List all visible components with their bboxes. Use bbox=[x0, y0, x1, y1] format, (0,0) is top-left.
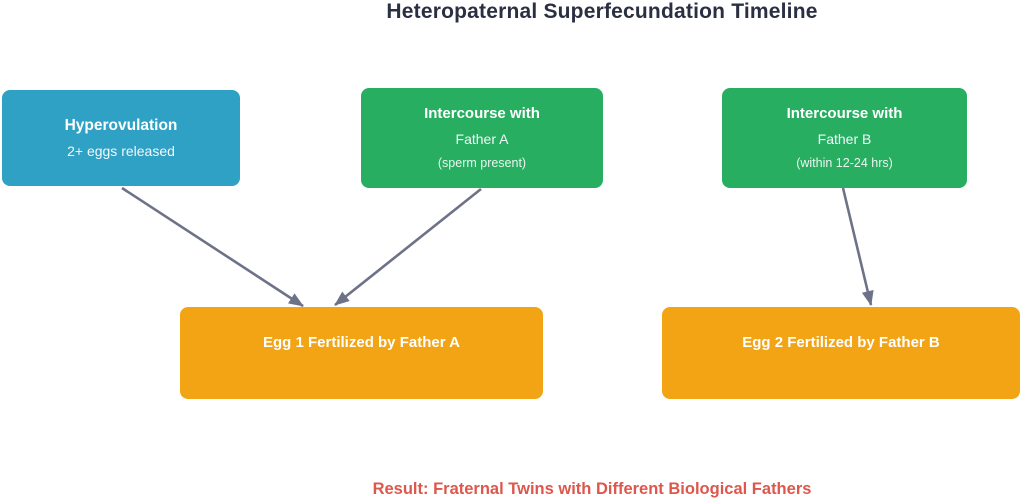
node-intercourse-b-note: (within 12-24 hrs) bbox=[796, 156, 893, 171]
node-intercourse-a-subtitle: Father A bbox=[455, 131, 509, 148]
node-intercourse-b-subtitle: Father B bbox=[817, 131, 872, 148]
arrow-intercourse-b-to-egg2 bbox=[841, 187, 874, 306]
node-hyperovulation-subtitle: 2+ eggs released bbox=[67, 143, 175, 160]
node-hyperovulation: Hyperovulation 2+ eggs released bbox=[2, 90, 240, 186]
node-egg2-fertilized: Egg 2 Fertilized by Father B bbox=[662, 307, 1020, 399]
node-intercourse-a-title: Intercourse with bbox=[424, 105, 540, 123]
node-hyperovulation-title: Hyperovulation bbox=[64, 116, 178, 134]
result-caption: Result: Fraternal Twins with Different B… bbox=[372, 480, 812, 498]
node-egg1-label: Egg 1 Fertilized by Father A bbox=[263, 334, 460, 351]
arrow-intercourse-a-to-egg1 bbox=[334, 187, 482, 307]
node-egg1-fertilized: Egg 1 Fertilized by Father A bbox=[180, 307, 543, 399]
node-intercourse-a-note: (sperm present) bbox=[437, 156, 527, 171]
node-intercourse-father-a: Intercourse with Father A (sperm present… bbox=[361, 88, 603, 188]
arrow-hyperovulation-to-egg1 bbox=[121, 186, 304, 308]
node-intercourse-b-title: Intercourse with bbox=[786, 105, 903, 123]
node-intercourse-father-b: Intercourse with Father B (within 12-24 … bbox=[722, 88, 967, 188]
node-egg2-label: Egg 2 Fertilized by Father B bbox=[742, 334, 940, 351]
page-title: Heteropaternal Superfecundation Timeline bbox=[386, 0, 818, 23]
